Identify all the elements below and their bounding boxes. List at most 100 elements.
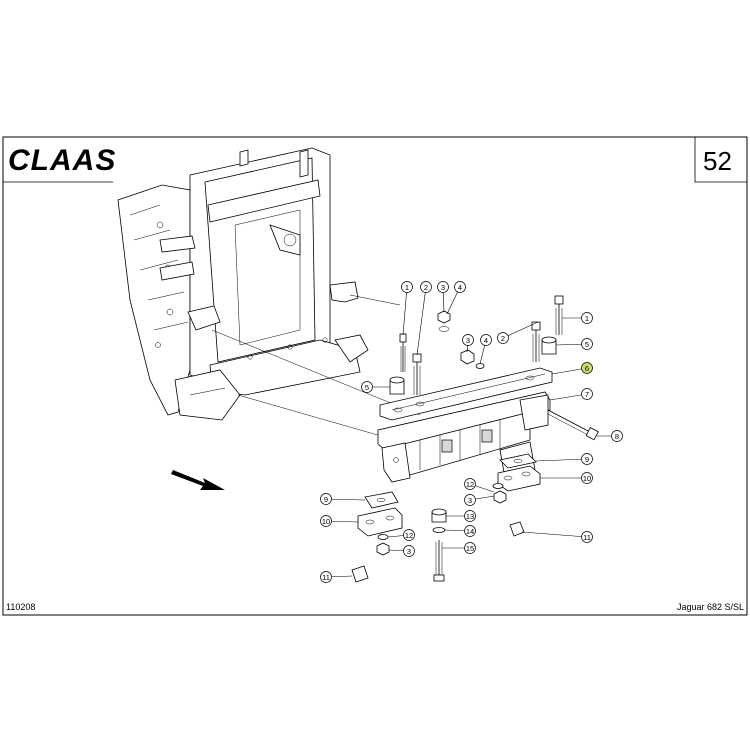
callout-number: 11 [322,573,330,582]
callout-circle [464,478,476,490]
callout-1: 1 [562,312,593,324]
callout-circle [320,571,332,583]
page-number: 52 [703,146,732,176]
callout-number: 3 [407,547,411,556]
callout-3: 3 [388,545,415,557]
callout-number: 3 [468,496,472,505]
brand-logo: CLAAS [8,144,116,177]
callout-3: 3 [462,334,474,353]
callout-7: 7 [549,388,593,401]
bolt [412,353,422,395]
callout-number: 8 [615,432,619,441]
callout-circle [464,494,476,506]
bolt [554,295,564,335]
callout-number: 1 [405,283,409,292]
callout-number: 12 [466,480,474,489]
callout-circle [361,381,373,393]
long-bolt [433,540,445,582]
callout-11: 11 [521,531,593,543]
callout-circle [581,388,593,400]
hex-nut [376,542,390,556]
callout-number: 14 [466,527,474,536]
callout-number: 10 [322,517,330,526]
leader-line [349,294,401,306]
callout-2: 2 [416,281,432,356]
callout-number: 12 [405,531,413,540]
callout-number: 3 [441,283,445,292]
callout-number: 11 [583,533,591,542]
callout-number: 5 [585,340,589,349]
callout-circle [581,453,593,465]
washer [377,534,389,540]
callout-8: 8 [596,430,623,442]
callout-number: 10 [583,474,591,483]
callout-1: 1 [401,281,413,336]
callout-leader [549,393,588,401]
callout-5: 5 [555,338,593,350]
washer [492,483,504,489]
callout-9: 9 [535,453,593,465]
callout-leader [535,458,588,462]
callout-number: 15 [466,544,474,553]
callout-circle [464,525,476,537]
bolt [531,321,541,362]
callout-number: 6 [585,364,589,373]
callout-4: 4 [446,281,466,315]
callout-number: 9 [324,495,328,504]
callout-15: 15 [442,542,476,554]
bolt [399,333,407,372]
hex-nut [437,310,451,332]
callout-3: 3 [437,281,449,313]
travel-direction-arrow-icon [171,470,225,490]
sleeve [509,521,525,537]
callout-circle [464,510,476,522]
model-name: Jaguar 682 S/SL [677,602,744,612]
callout-circle [437,281,449,293]
callout-number: 3 [466,336,470,345]
callout-number: 4 [484,336,488,345]
callout-leader [521,531,588,538]
callout-6: 6 [551,362,593,375]
callout-12: 12 [387,529,415,541]
callout-number: 9 [585,455,589,464]
callout-number: 1 [585,314,589,323]
callout-12: 12 [464,478,495,493]
callout-14: 14 [444,525,476,537]
leader-line [237,394,396,441]
callout-circle [454,281,466,293]
callout-circle [581,531,593,543]
callout-number: 2 [424,283,428,292]
callout-circle [403,545,415,557]
callout-13: 13 [446,510,476,522]
spacer-bushing [541,336,557,355]
callout-circle [581,312,593,324]
callout-10: 10 [540,472,593,484]
leader-line [211,329,421,416]
callout-2: 2 [497,321,539,344]
hex-nut [460,349,485,369]
callout-circle [320,515,332,527]
callout-9: 9 [320,493,366,505]
callout-circle [581,338,593,350]
callout-leader [551,367,588,375]
callout-circle [464,542,476,554]
callout-number: 5 [365,383,369,392]
callout-4: 4 [479,334,492,365]
page-number-box [694,137,747,183]
callout-circle [480,334,492,346]
callout-number: 13 [466,512,474,521]
callout-leader [502,321,539,339]
feeder-housing-frame [117,147,369,421]
long-bolt [547,409,599,441]
clamp-block [357,507,403,537]
clamp-plate [499,453,537,469]
callout-number: 4 [458,283,462,292]
callout-5: 5 [361,381,390,393]
callout-10: 10 [320,515,359,527]
callout-number: 7 [585,390,589,399]
callout-11: 11 [320,571,353,583]
callout-circle [611,430,623,442]
callout-circle [462,334,474,346]
